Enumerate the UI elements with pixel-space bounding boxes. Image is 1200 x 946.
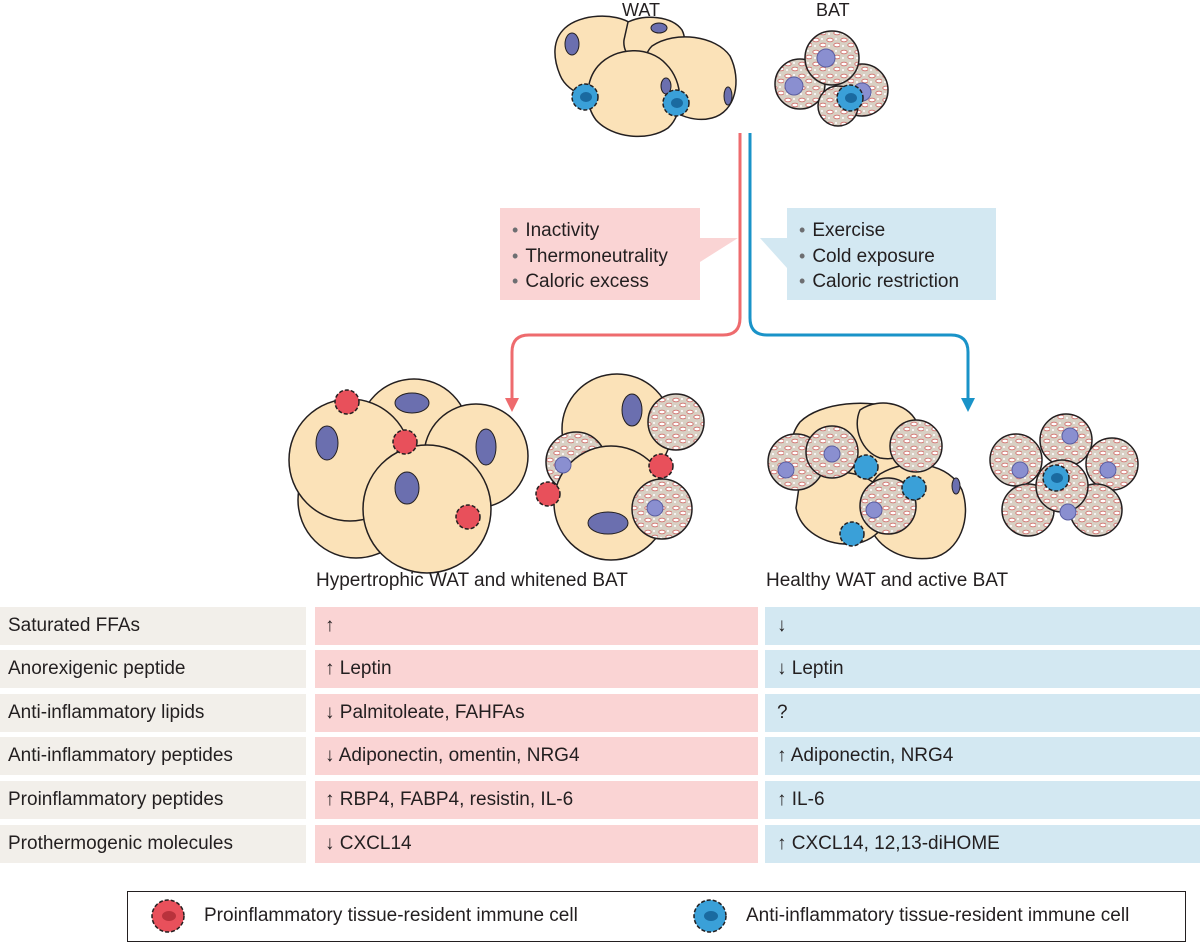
left-caption: Hypertrophic WAT and whitened BAT [316,570,628,591]
table-row: Anti-inflammatory peptides ↓ Adiponectin… [0,737,1200,775]
right-callout-item: Exercise [799,218,959,244]
active-bat-cluster [989,413,1139,537]
row-right-value: ↓ Leptin [765,650,1200,688]
legend-pro-icon [151,899,185,933]
table-row: Anorexigenic peptide ↑ Leptin ↓ Leptin [0,650,1200,688]
row-right-value: ↑ Adiponectin, NRG4 [765,737,1200,775]
row-left-value: ↑ [315,607,758,645]
left-callout-item: Thermoneutrality [512,244,668,270]
table-row: Prothermogenic molecules ↓ CXCL14 ↑ CXCL… [0,825,1200,863]
row-label: Prothermogenic molecules [0,825,306,863]
hypertrophic-wat-cluster [288,378,529,574]
table-row: Anti-inflammatory lipids ↓ Palmitoleate,… [0,694,1200,732]
red-arrowhead [505,398,519,412]
row-left-value: ↑ Leptin [315,650,758,688]
bat-label: BAT [816,0,850,20]
row-right-value: ↓ [765,607,1200,645]
left-callout-item: Inactivity [512,218,668,244]
red-arrow-line [510,133,742,400]
row-label: Saturated FFAs [0,607,306,645]
row-label: Proinflammatory peptides [0,781,306,819]
right-callout-item: Cold exposure [799,244,959,270]
row-right-value: ↑ IL-6 [765,781,1200,819]
blue-arrow-line [748,133,970,400]
right-caption: Healthy WAT and active BAT [766,570,1009,591]
table-row: Proinflammatory peptides ↑ RBP4, FABP4, … [0,781,1200,819]
top-wat-cluster [554,15,737,138]
legend-anti-icon [693,899,727,933]
legend-anti-label: Anti-inflammatory tissue-resident immune… [746,905,1130,926]
whitened-bat-cluster [535,373,705,561]
table-row: Saturated FFAs ↑ ↓ [0,607,1200,645]
row-label: Anorexigenic peptide [0,650,306,688]
top-bat-cluster [774,30,889,127]
right-callout: Exercise Cold exposure Caloric restricti… [787,210,971,303]
row-label: Anti-inflammatory lipids [0,694,306,732]
left-callout: Inactivity Thermoneutrality Caloric exce… [500,210,680,303]
wat-label: WAT [622,0,660,20]
blue-arrowhead [961,398,975,412]
left-callout-item: Caloric excess [512,269,668,295]
right-callout-item: Caloric restriction [799,269,959,295]
row-left-value: ↑ RBP4, FABP4, resistin, IL-6 [315,781,758,819]
row-right-value: ↑ CXCL14, 12,13-diHOME [765,825,1200,863]
legend: Proinflammatory tissue-resident immune c… [127,891,1186,942]
row-left-value: ↓ Palmitoleate, FAHFAs [315,694,758,732]
row-left-value: ↓ Adiponectin, omentin, NRG4 [315,737,758,775]
row-left-value: ↓ CXCL14 [315,825,758,863]
row-label: Anti-inflammatory peptides [0,737,306,775]
row-right-value: ? [765,694,1200,732]
healthy-wat-cluster [767,402,967,560]
legend-pro-label: Proinflammatory tissue-resident immune c… [204,905,578,926]
